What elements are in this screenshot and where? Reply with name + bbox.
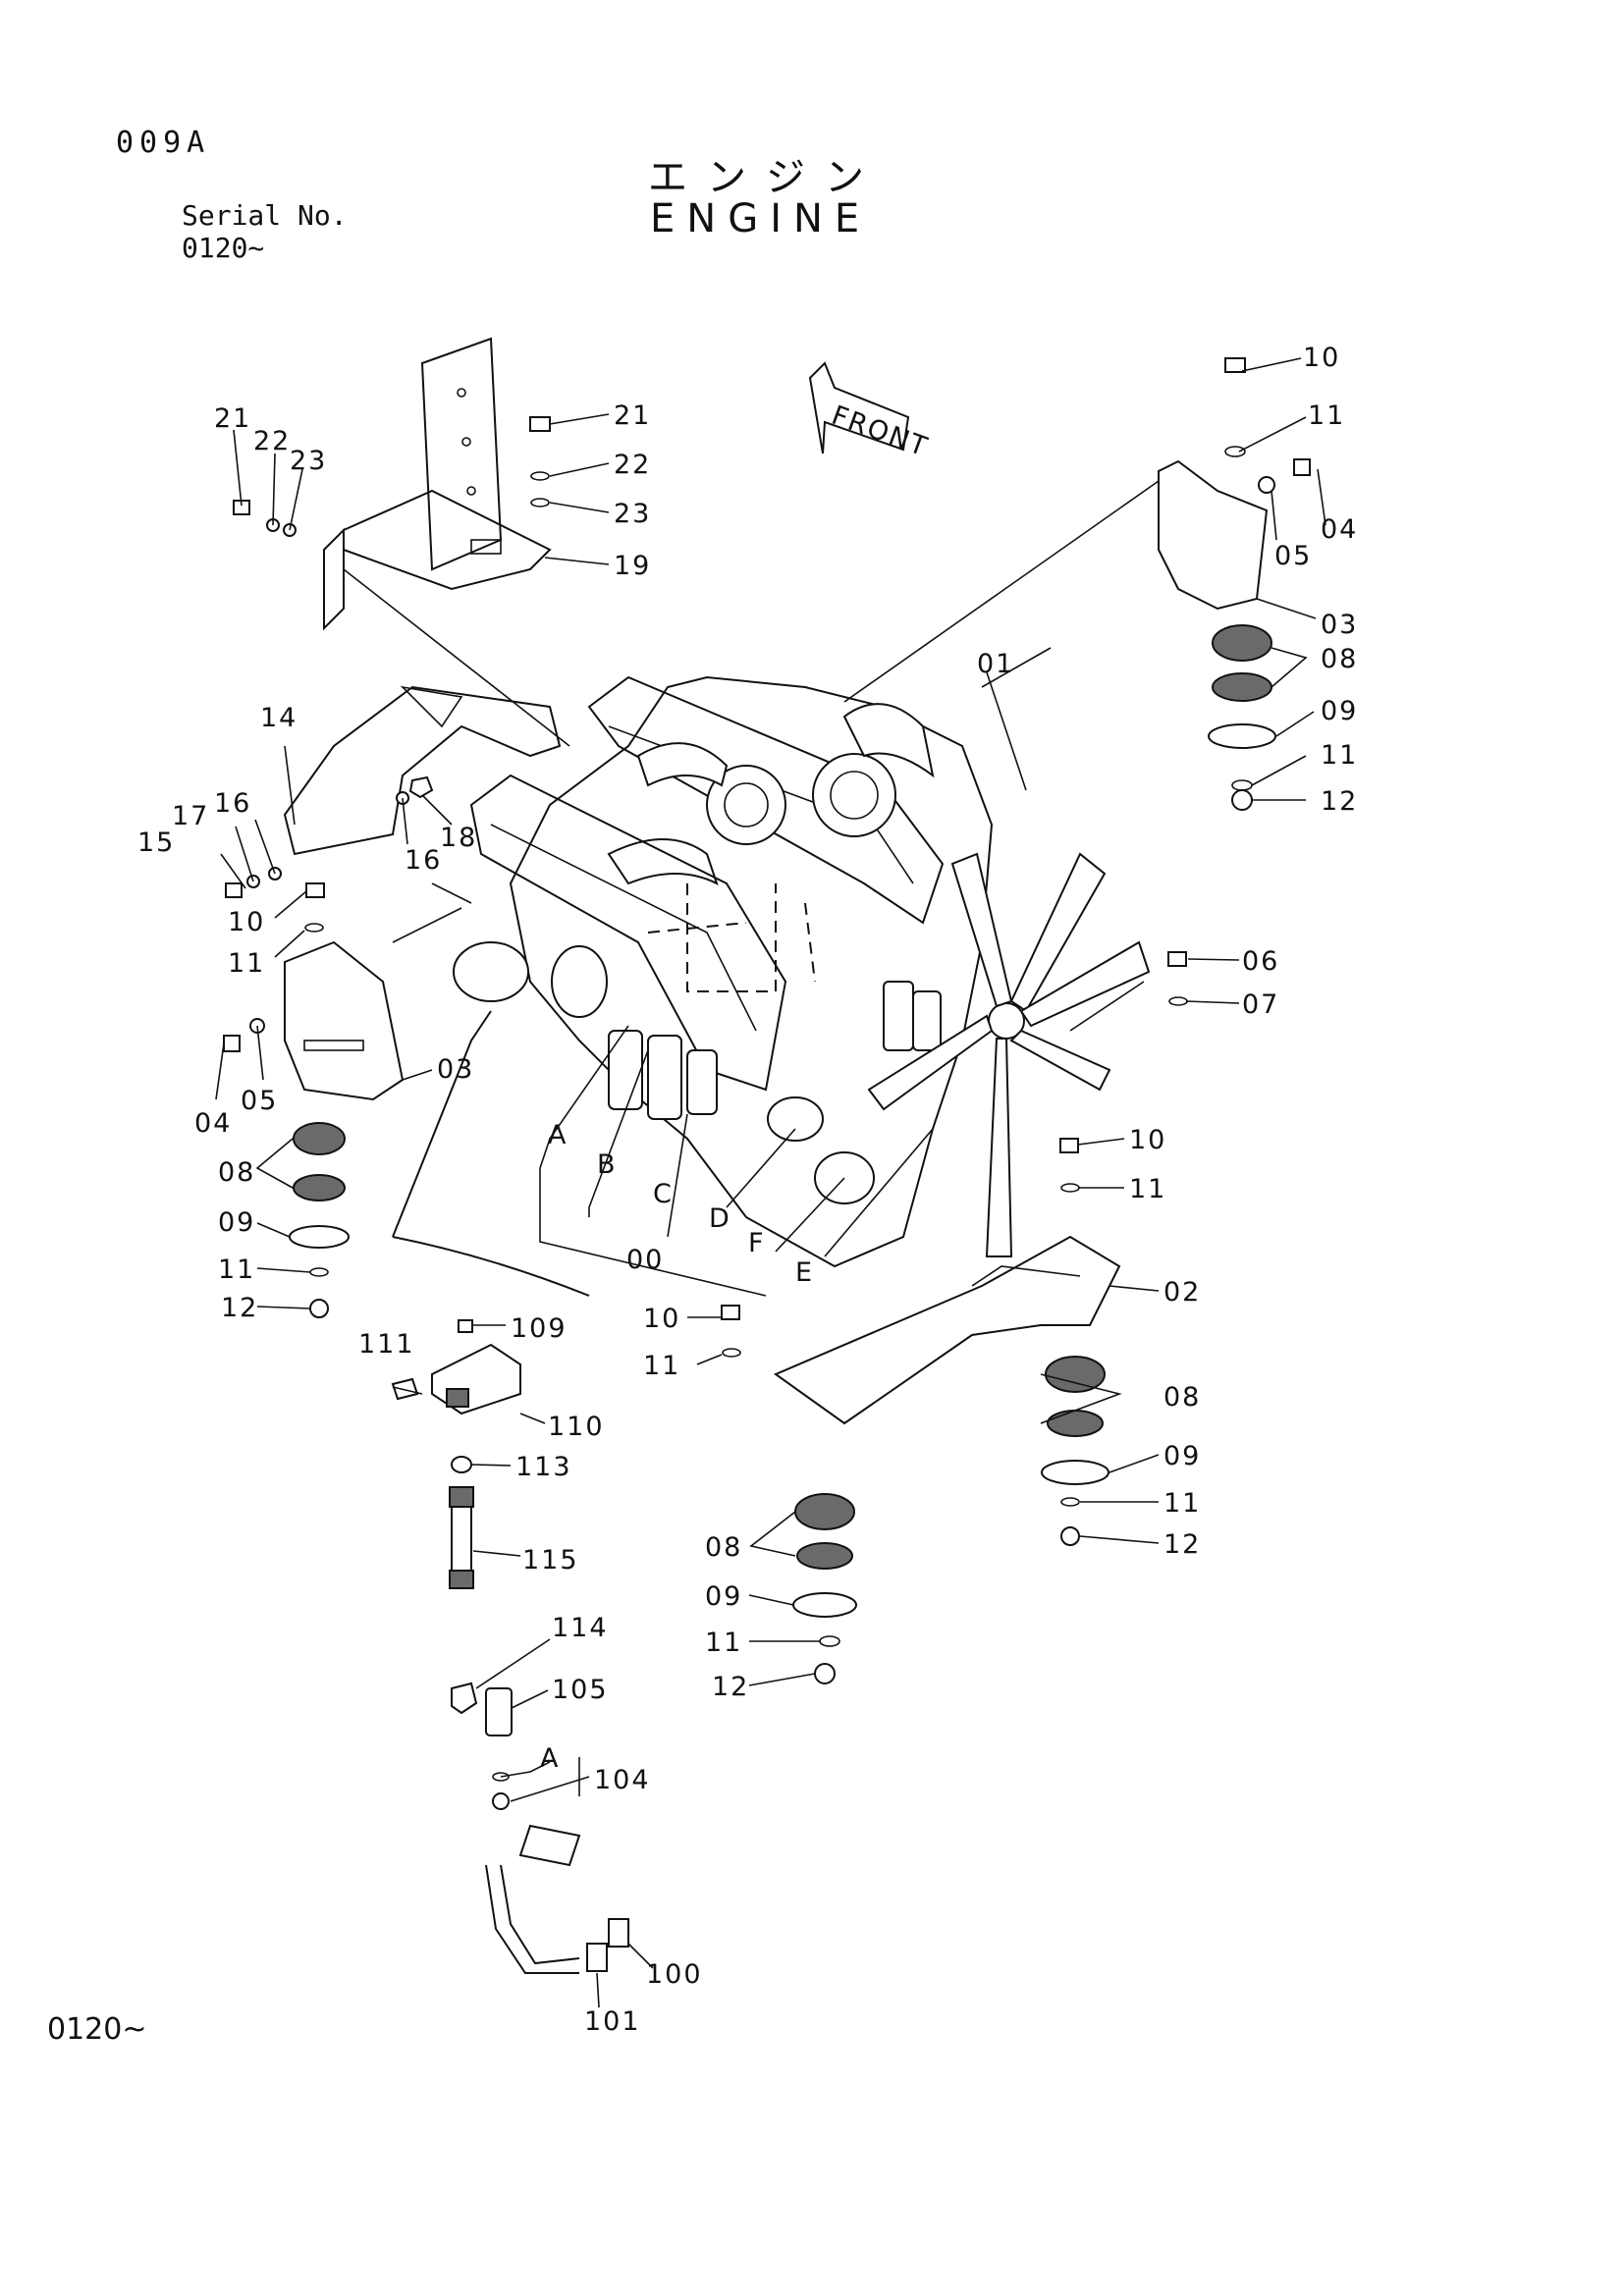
label-10: 10 [228,907,265,937]
label-22: 22 [253,426,291,456]
label-09: 09 [705,1581,742,1612]
label-B: B [597,1149,618,1180]
page-title: ENGINE [650,196,872,241]
label-12: 12 [1163,1529,1201,1560]
label-07: 07 [1242,989,1279,1020]
label-23: 23 [290,446,327,476]
footer-serial-range: 0120~ [47,2012,147,2047]
label-14: 14 [260,703,298,733]
label-11: 11 [1129,1174,1166,1204]
cooling-fan [867,852,1151,1257]
label-08: 08 [1163,1382,1201,1413]
label-05: 05 [1274,541,1312,571]
label-09: 09 [1163,1441,1201,1471]
label-12: 12 [221,1293,258,1323]
serial-number-range: 0120~ [182,232,265,264]
label-00: 00 [626,1245,664,1275]
bracket-14 [283,685,562,856]
label-15: 15 [137,828,175,858]
label-101: 101 [584,2006,641,2037]
label-18: 18 [440,823,477,853]
label-08: 08 [1321,644,1358,674]
callout-labels: 10 11 04 05 03 08 09 11 12 01 06 07 10 1… [137,343,1358,2037]
label-03: 03 [437,1054,474,1085]
label-11: 11 [1321,740,1358,771]
label-E: E [795,1257,814,1288]
label-10: 10 [643,1304,680,1334]
page-title-japanese: エンジン [648,155,884,200]
label-17: 17 [172,801,209,831]
serial-number-label: Serial No. [182,199,348,232]
label-04: 04 [1321,514,1358,545]
label-08: 08 [705,1532,742,1563]
label-01: 01 [977,649,1014,679]
label-105: 105 [552,1675,609,1705]
label-11: 11 [218,1255,255,1285]
label-F: F [748,1228,766,1258]
label-113: 113 [515,1452,572,1482]
label-22: 22 [614,450,651,480]
label-111: 111 [358,1329,415,1360]
label-21: 21 [214,403,251,434]
front-direction-arrow: FRONT [808,361,933,463]
page-code: 009A [116,126,211,160]
label-A: A [548,1120,568,1150]
label-05: 05 [241,1086,278,1116]
label-11: 11 [1163,1488,1201,1519]
label-16: 16 [214,788,251,819]
label-04: 04 [194,1108,232,1139]
left-mount-bracket-03 [284,940,405,1101]
hose-assembly [391,1010,629,1974]
label-11: 11 [705,1628,742,1658]
label-11: 11 [643,1351,680,1381]
label-06: 06 [1242,946,1279,977]
label-10: 10 [1129,1125,1166,1155]
right-mount-bracket-03 [1158,459,1269,611]
label-09: 09 [1321,696,1358,726]
label-110: 110 [548,1412,605,1442]
engine-assembly [453,675,1151,1268]
label-03: 03 [1321,610,1358,640]
label-109: 109 [511,1313,568,1344]
label-104-A: A [540,1743,560,1774]
label-C: C [653,1179,674,1209]
leader-lines [215,357,1326,2008]
label-09: 09 [218,1207,255,1238]
bracket-19 [323,337,552,631]
label-D: D [709,1203,731,1234]
label-02: 02 [1163,1277,1201,1308]
front-support-02 [773,1235,1121,1425]
label-16: 16 [405,845,442,876]
label-11: 11 [228,948,265,979]
hardware-bolts-washers [223,357,1311,1684]
label-12: 12 [712,1672,749,1702]
label-08: 08 [218,1157,255,1188]
label-100: 100 [646,1959,703,1990]
label-104: 104 [594,1765,651,1795]
label-23: 23 [614,499,651,529]
label-19: 19 [614,551,651,581]
label-12: 12 [1321,786,1358,817]
label-114: 114 [552,1613,609,1643]
label-10: 10 [1303,343,1340,373]
rubber-mounts [289,624,1276,1618]
label-21: 21 [614,400,651,431]
label-115: 115 [522,1545,579,1575]
label-11: 11 [1308,400,1345,431]
